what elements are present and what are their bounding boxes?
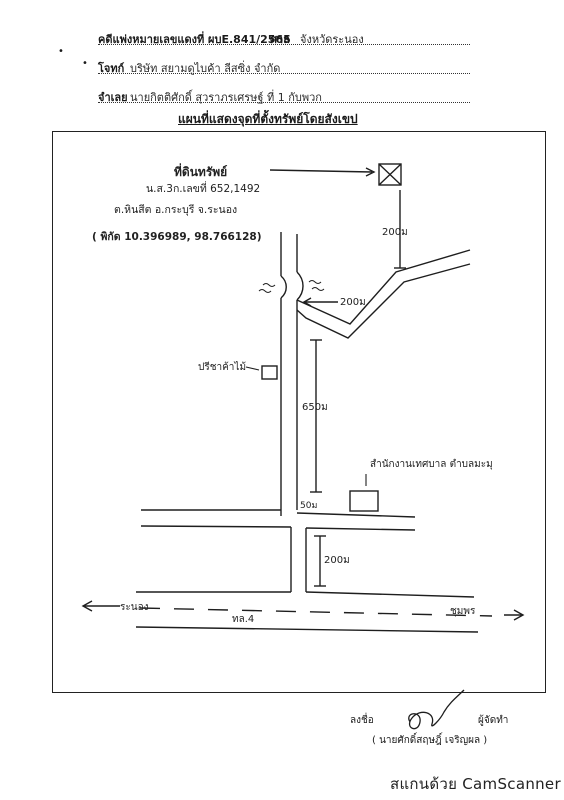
property-pointer-line — [269, 169, 373, 173]
highway-top-right — [305, 591, 475, 598]
ew-road-top-right — [296, 512, 416, 518]
scanner-watermark: สแกนด้วย CamScanner — [390, 775, 561, 793]
highway-left-arrow-head — [81, 600, 93, 612]
highway-bottom — [135, 626, 479, 633]
plaintiff-underline — [98, 73, 470, 74]
bridge-left — [280, 275, 287, 299]
signer-name: ( นายศักดิ์สฤษฎิ์ เจริญผล ) — [372, 735, 488, 746]
plaintiff-value: บริษัท สยามดูไบค้า ลีสซิ่ง จำกัด — [130, 62, 281, 75]
branch-road-upper — [296, 249, 471, 325]
ew-road-bottom-right — [305, 527, 416, 531]
defendant-label: จำเลย — [98, 91, 128, 104]
court-label: ศาล — [270, 33, 290, 46]
scan-mark-1: • — [58, 46, 64, 57]
map-title: แผนที่แสดงจุดที่ตั้งทรัพย์โดยสังเขป — [178, 112, 358, 126]
dist-top-label: 200ม — [382, 227, 408, 238]
role-label: ผู้จัดทำ — [478, 715, 509, 726]
ew-road-bottom-left — [140, 525, 292, 528]
location-line: ต.หินสีต อ.กระบุรี จ.ระนอง — [114, 203, 237, 216]
property-box-cross-2 — [378, 163, 402, 186]
gas-station-pointer — [245, 366, 260, 371]
plaintiff-label: โจทก์ — [98, 62, 125, 75]
property-box — [378, 163, 402, 186]
dist-lower-label: 200ม — [324, 555, 350, 566]
map-frame — [52, 131, 546, 693]
court-value: จังหวัดระนอง — [300, 33, 364, 46]
property-pointer-arrowhead — [365, 167, 376, 177]
highway-right-arrow-head — [513, 609, 525, 621]
bridge-right — [296, 271, 304, 301]
dist-branch-arrowhead — [302, 297, 312, 307]
gas-station-label: ปรีชาค้าไม้ — [198, 361, 246, 373]
office-label: สำนักงานเทศบาล ตำบลมะมุ — [370, 459, 493, 470]
scan-mark-2: • — [82, 58, 88, 69]
property-label: ที่ดินทรัพย์ — [174, 163, 227, 179]
case-number: คดีแพ่งหมายเลขแดงที่ ผบE.841/2565 — [98, 33, 291, 46]
water-icon — [258, 280, 325, 293]
gas-station-box — [261, 365, 278, 380]
road-right-label: ชุมพร — [450, 606, 476, 617]
dist-branch-label: 200ม — [340, 297, 366, 308]
branch-road-lower — [296, 263, 471, 339]
dist-long-label: 650ม — [302, 402, 328, 413]
road-left-label: ระนอง — [120, 602, 149, 613]
coords-line: ( พิกัด 10.396989, 98.766128) — [92, 231, 262, 243]
signature-mark — [408, 689, 465, 730]
sign-label: ลงชื่อ — [350, 715, 374, 726]
deed-line: น.ส.3ก.เลขที่ 652,1492 — [146, 181, 260, 195]
dist-junction-label: 50ม — [300, 501, 317, 511]
office-box — [349, 490, 379, 512]
defendant-underline — [98, 102, 470, 103]
case-underline — [98, 44, 470, 45]
defendant-value: นายกิตติศักดิ์ สุวราภรเศรษฐ์ ที่ 1 กับพว… — [130, 91, 322, 104]
highway-centerline — [139, 607, 493, 617]
highway-label: ทล.4 — [232, 614, 254, 625]
